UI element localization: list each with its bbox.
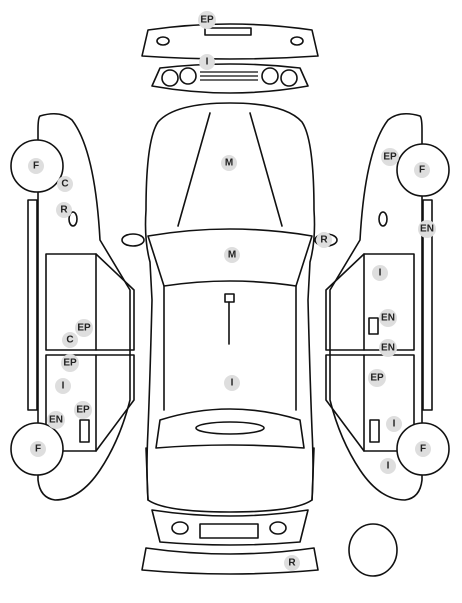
badge-right-en-3[interactable]: EN xyxy=(379,339,397,357)
badge-hood-i[interactable]: I xyxy=(199,54,215,70)
badge-left-front-wheel-f[interactable]: F xyxy=(28,158,44,174)
badge-left-ep-3[interactable]: EP xyxy=(74,401,92,419)
badge-right-ep-1[interactable]: EP xyxy=(381,148,399,166)
badge-right-mirror-r[interactable]: R xyxy=(316,232,332,248)
svg-text:F: F xyxy=(33,161,39,172)
badge-left-rear-wheel-f[interactable]: F xyxy=(30,441,46,457)
svg-text:M: M xyxy=(228,250,236,261)
svg-text:I: I xyxy=(379,268,382,279)
svg-text:C: C xyxy=(66,335,73,346)
badge-body-i[interactable]: I xyxy=(224,375,240,391)
badge-left-c-2[interactable]: C xyxy=(62,332,78,348)
right-side-view[interactable] xyxy=(325,112,433,501)
svg-text:R: R xyxy=(320,235,328,246)
badge-right-rear-wheel-f[interactable]: F xyxy=(415,441,431,457)
svg-text:EP: EP xyxy=(200,15,214,26)
badge-right-i-3[interactable]: I xyxy=(380,458,396,474)
front-grille[interactable] xyxy=(151,63,309,94)
svg-text:EP: EP xyxy=(383,152,397,163)
left-side-view[interactable] xyxy=(27,112,135,501)
badge-left-ep-2[interactable]: EP xyxy=(61,354,79,372)
svg-text:EN: EN xyxy=(381,313,395,324)
badge-left-en[interactable]: EN xyxy=(47,411,65,429)
svg-text:EP: EP xyxy=(76,405,90,416)
badge-right-front-wheel-f[interactable]: F xyxy=(414,162,430,178)
car-top-view[interactable] xyxy=(121,102,338,513)
svg-text:C: C xyxy=(61,179,68,190)
svg-text:EP: EP xyxy=(370,373,384,384)
badge-left-r[interactable]: R xyxy=(56,202,72,218)
badge-roof-m[interactable]: M xyxy=(221,155,237,171)
badge-left-i[interactable]: I xyxy=(55,378,71,394)
svg-text:I: I xyxy=(206,57,209,68)
badge-right-en-1[interactable]: EN xyxy=(418,220,436,238)
svg-text:I: I xyxy=(393,419,396,430)
badge-rear-bumper-r[interactable]: R xyxy=(284,555,300,571)
svg-text:I: I xyxy=(62,381,65,392)
svg-text:EP: EP xyxy=(63,358,77,369)
badge-right-i-2[interactable]: I xyxy=(386,416,402,432)
svg-text:F: F xyxy=(419,165,425,176)
svg-text:R: R xyxy=(60,205,68,216)
spare-wheel[interactable] xyxy=(348,523,398,577)
badge-front-bumper-ep[interactable]: EP xyxy=(198,11,216,29)
rear-bumper[interactable] xyxy=(141,547,319,575)
badge-right-en-2[interactable]: EN xyxy=(379,309,397,327)
badge-windshield-m[interactable]: M xyxy=(224,247,240,263)
svg-text:F: F xyxy=(35,444,41,455)
svg-text:M: M xyxy=(225,158,233,169)
front-bumper[interactable] xyxy=(141,23,319,60)
badge-right-ep-2[interactable]: EP xyxy=(368,369,386,387)
svg-text:EN: EN xyxy=(420,224,434,235)
rear-lights[interactable] xyxy=(151,509,309,546)
svg-text:I: I xyxy=(231,378,234,389)
svg-text:EP: EP xyxy=(77,323,91,334)
svg-text:EN: EN xyxy=(381,343,395,354)
svg-text:EN: EN xyxy=(49,415,63,426)
svg-text:I: I xyxy=(387,461,390,472)
badge-left-ep-1[interactable]: EP xyxy=(75,319,93,337)
svg-text:R: R xyxy=(288,558,296,569)
badge-left-c[interactable]: C xyxy=(57,176,73,192)
svg-text:F: F xyxy=(420,444,426,455)
badge-right-i-1[interactable]: I xyxy=(372,265,388,281)
